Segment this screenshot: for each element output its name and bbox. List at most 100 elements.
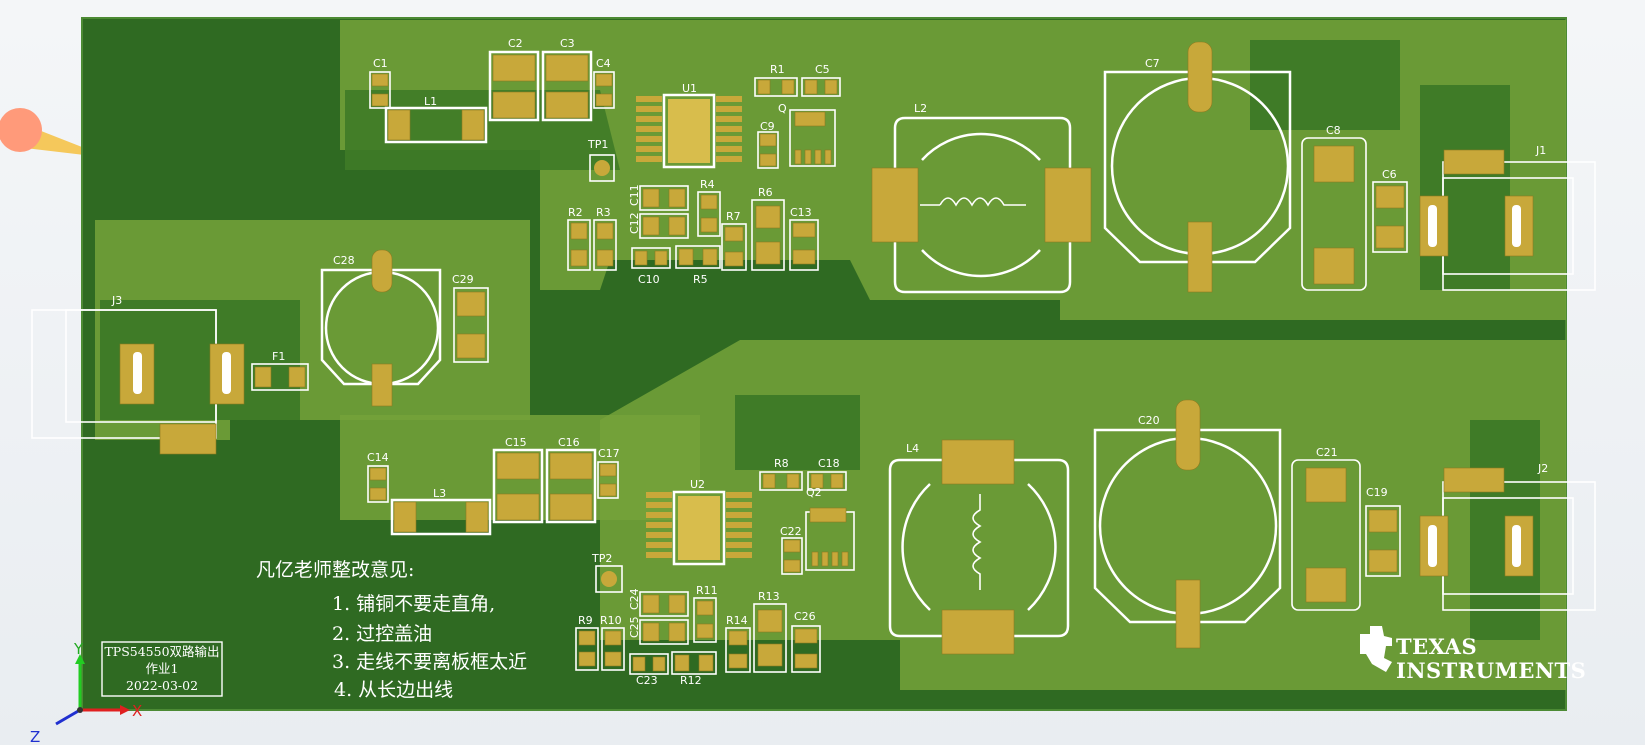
c11-capacitor[interactable]: C11 xyxy=(628,184,689,211)
designator-c28: C28 xyxy=(333,254,355,267)
u2-regulator-ic[interactable]: U2 xyxy=(646,478,752,566)
c22-capacitor[interactable]: C22 xyxy=(780,525,803,575)
designator-r12: R12 xyxy=(680,674,702,687)
pcb-board[interactable] xyxy=(81,17,1567,711)
r8-resistor[interactable]: R8 xyxy=(759,457,803,491)
r6-resistor[interactable]: R6 xyxy=(751,186,785,271)
designator-c22: C22 xyxy=(780,525,802,538)
c25-capacitor[interactable]: C25 xyxy=(628,616,689,645)
designator-c17: C17 xyxy=(598,447,620,460)
designator-c6: C6 xyxy=(1382,168,1397,181)
title-block-line-3: 2022-03-02 xyxy=(126,678,198,693)
c7-electrolytic-capacitor[interactable]: C7 xyxy=(1103,41,1292,293)
designator-j2: J2 xyxy=(1537,462,1548,475)
c13-capacitor[interactable]: C13 xyxy=(789,206,819,271)
designator-c12: C12 xyxy=(628,212,641,234)
c9-capacitor[interactable]: C9 xyxy=(757,120,779,169)
c4-capacitor[interactable]: C4 xyxy=(593,57,615,109)
r2-resistor[interactable]: R2 xyxy=(567,206,591,271)
review-notes-heading: 凡亿老师整改意见: xyxy=(256,559,414,581)
designator-c1: C1 xyxy=(373,57,388,70)
designator-c20: C20 xyxy=(1138,414,1160,427)
c26-capacitor[interactable]: C26 xyxy=(791,610,821,673)
axis-x-label: X xyxy=(132,702,142,720)
review-notes: 凡亿老师整改意见: 1. 铺铜不要走直角, 2. 过控盖油 3. 走线不要离板框… xyxy=(256,559,527,701)
axis-z-label: Z xyxy=(30,728,40,745)
designator-c3: C3 xyxy=(560,37,575,50)
designator-r13: R13 xyxy=(758,590,780,603)
designator-r4: R4 xyxy=(700,178,715,191)
r3-resistor[interactable]: R3 xyxy=(593,206,617,271)
c23-capacitor[interactable]: C23 xyxy=(629,653,669,687)
designator-c9: C9 xyxy=(760,120,775,133)
r7-resistor[interactable]: R7 xyxy=(721,210,747,271)
r9-resistor[interactable]: R9 xyxy=(575,614,599,671)
c14-capacitor[interactable]: C14 xyxy=(367,451,389,503)
designator-r10: R10 xyxy=(600,614,622,627)
l2-power-inductor[interactable]: L2 xyxy=(871,102,1092,294)
c18-capacitor[interactable]: C18 xyxy=(807,457,847,491)
designator-c29: C29 xyxy=(452,273,474,286)
review-note-3: 3. 走线不要离板框太近 xyxy=(332,651,527,673)
c21-capacitor[interactable]: C21 xyxy=(1291,446,1361,611)
c16-capacitor[interactable]: C16 xyxy=(545,436,597,524)
designator-c24: C24 xyxy=(628,588,641,610)
designator-r3: R3 xyxy=(596,206,611,219)
l1-inductor[interactable]: L1 xyxy=(384,95,488,144)
c1-capacitor[interactable]: C1 xyxy=(369,57,391,109)
logo-line-2: INSTRUMENTS xyxy=(1396,658,1586,683)
designator-tp2: TP2 xyxy=(591,552,612,565)
r1-resistor[interactable]: R1 xyxy=(754,63,798,97)
r5-resistor[interactable]: R5 xyxy=(675,245,721,286)
c19-capacitor[interactable]: C19 xyxy=(1365,486,1401,577)
r10-resistor[interactable]: R10 xyxy=(600,614,625,671)
r13-resistor[interactable]: R13 xyxy=(753,590,787,673)
c17-capacitor[interactable]: C17 xyxy=(597,447,620,499)
c5-capacitor[interactable]: C5 xyxy=(801,63,841,97)
r14-resistor[interactable]: R14 xyxy=(725,614,751,673)
l3-inductor[interactable]: L3 xyxy=(390,487,492,536)
logo-line-1: TEXAS xyxy=(1396,634,1477,659)
l4-power-inductor[interactable]: L4 xyxy=(888,439,1070,655)
c10-capacitor[interactable]: C10 xyxy=(631,247,671,286)
title-block: TPS54550双路输出 作业1 2022-03-02 xyxy=(101,641,223,697)
c20-electrolytic-capacitor[interactable]: C20 xyxy=(1093,399,1282,649)
designator-c2: C2 xyxy=(508,37,523,50)
review-note-2: 2. 过控盖油 xyxy=(332,623,432,645)
q2-transistor[interactable]: Q2 xyxy=(805,486,855,571)
c12-capacitor[interactable]: C12 xyxy=(628,212,689,239)
r4-resistor[interactable]: R4 xyxy=(697,178,721,237)
designator-c14: C14 xyxy=(367,451,389,464)
tp2-test-point[interactable]: TP2 xyxy=(591,552,623,593)
c29-capacitor[interactable]: C29 xyxy=(452,273,489,363)
c8-capacitor[interactable]: C8 xyxy=(1301,124,1367,291)
texas-instruments-logo: TEXAS INSTRUMENTS xyxy=(1360,626,1586,683)
c28-electrolytic-capacitor[interactable]: C28 xyxy=(320,249,442,407)
designator-c26: C26 xyxy=(794,610,816,623)
designator-f1: F1 xyxy=(272,350,285,363)
c24-capacitor[interactable]: C24 xyxy=(628,588,689,617)
c3-capacitor[interactable]: C3 xyxy=(541,37,593,122)
designator-tp1: TP1 xyxy=(587,138,608,151)
r12-resistor[interactable]: R12 xyxy=(671,651,717,687)
designator-c13: C13 xyxy=(790,206,812,219)
title-block-line-2: 作业1 xyxy=(146,661,179,676)
designator-q2: Q2 xyxy=(806,486,822,499)
j3-input-connector[interactable]: J3 xyxy=(31,294,245,455)
j1-output-connector[interactable]: J1 xyxy=(1419,144,1596,291)
tp1-test-point[interactable]: TP1 xyxy=(587,138,615,182)
q1-transistor[interactable]: Q xyxy=(778,102,836,167)
c6-capacitor[interactable]: C6 xyxy=(1372,168,1408,253)
c2-capacitor[interactable]: C2 xyxy=(488,37,540,122)
designator-r14: R14 xyxy=(726,614,748,627)
f1-fuse[interactable]: F1 xyxy=(251,350,309,391)
c15-capacitor[interactable]: C15 xyxy=(492,436,544,524)
designator-l3: L3 xyxy=(433,487,446,500)
r11-resistor[interactable]: R11 xyxy=(693,584,718,643)
j2-output-connector[interactable]: J2 xyxy=(1419,462,1596,611)
designator-r1: R1 xyxy=(770,63,785,76)
u1-regulator-ic[interactable]: U1 xyxy=(636,82,742,169)
designator-q1: Q xyxy=(778,102,787,115)
designator-c21: C21 xyxy=(1316,446,1338,459)
